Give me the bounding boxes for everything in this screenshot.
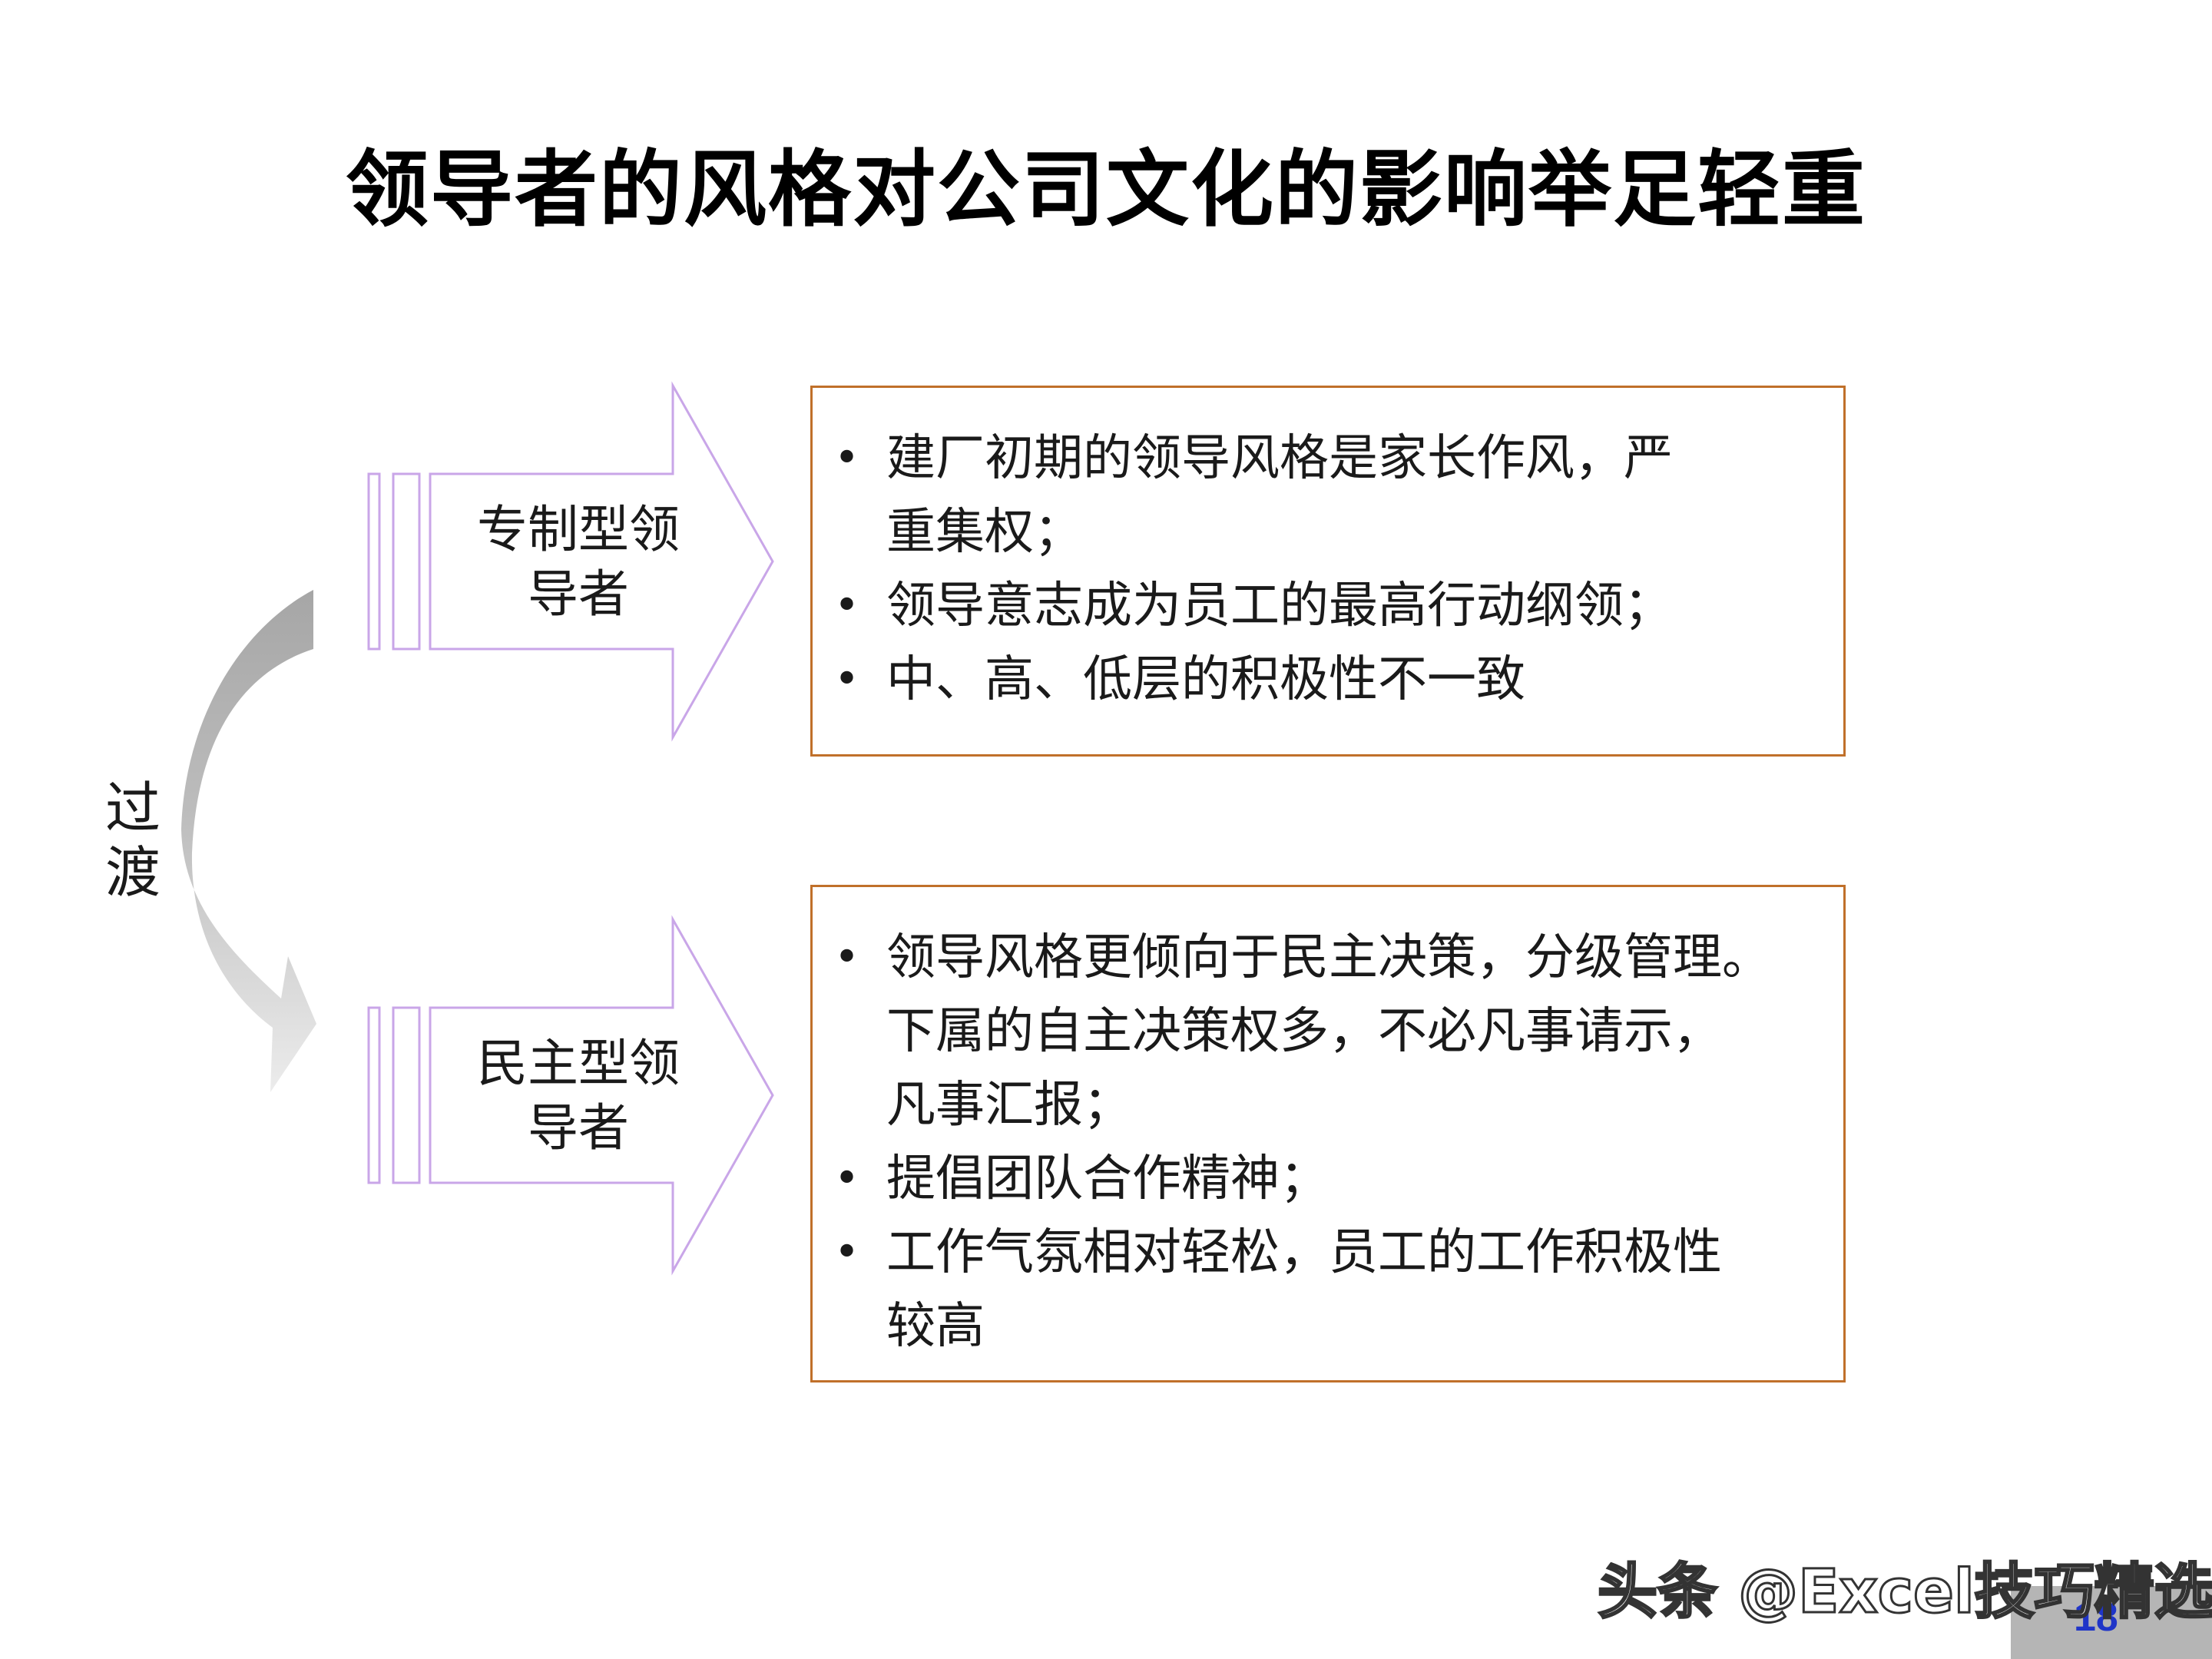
page-number-background [2011,1586,2212,1659]
list-item: • 中、高、低层的积极性不一致 [813,643,1843,717]
arrow-label-line: 民主型领 [477,1034,680,1093]
democratic-arrow [367,915,774,1276]
democratic-arrow-label: 民主型领 导者 [452,1031,705,1161]
arrow-body [429,915,774,1276]
arrow-tail-bar [367,1006,381,1184]
list-item-line: 提倡团队合作精神； [886,1151,1329,1207]
bullet-icon: • [834,433,860,483]
list-item-line: 建厂初期的领导风格是家长作风，严 [886,430,1673,487]
list-item: • 领导风格更倾向于民主决策，分级管理。 下属的自主决策权多，不必凡事请示， 凡… [813,921,1843,1142]
bullet-icon: • [834,581,860,631]
transition-label: 过渡 [104,776,161,905]
arrow-tail-bar [367,472,381,651]
list-item: • 领导意志成为员工的最高行动纲领； [813,569,1843,643]
bullet-icon: • [834,1227,860,1277]
watermark: 头条 @Excel技巧精选 [1597,1557,2212,1628]
bullet-list: • 领导风格更倾向于民主决策，分级管理。 下属的自主决策权多，不必凡事请示， 凡… [813,921,1843,1363]
list-item-line: 领导风格更倾向于民主决策，分级管理。 [886,929,1771,986]
bullet-list: • 建厂初期的领导风格是家长作风，严 重集权； • 领导意志成为员工的最高行动纲… [813,422,1843,717]
list-item-line: 领导意志成为员工的最高行动纲领； [886,578,1673,634]
arrow-label-line: 导者 [528,565,629,624]
arrow-tail-bar [392,1006,421,1184]
autocratic-arrow [367,381,774,742]
arrow-label-line: 专制型领 [477,500,680,559]
transition-curve-arrow [181,590,316,1092]
list-item-line: 中、高、低层的积极性不一致 [886,651,1525,708]
list-item: • 建厂初期的领导风格是家长作风，严 重集权； [813,422,1843,569]
arrow-label-line: 导者 [528,1098,629,1157]
slide-title: 领导者的风格对公司文化的影响举足轻重 [345,142,1866,238]
page-number: 18 [2074,1595,2118,1640]
list-item: • 工作气氛相对轻松，员工的工作积极性 较高 [813,1216,1843,1363]
bullet-icon: • [834,1154,860,1204]
arrow-tail-bar [392,472,421,651]
arrow-body [429,381,774,742]
list-item-line: 较高 [886,1298,985,1355]
list-item-line: 工作气氛相对轻松，员工的工作积极性 [886,1224,1722,1281]
list-item-line: 重集权； [886,504,1083,561]
list-item-line: 凡事汇报； [886,1077,1132,1134]
list-item-line: 下属的自主决策权多，不必凡事请示， [886,1003,1722,1060]
democratic-description-box: • 领导风格更倾向于民主决策，分级管理。 下属的自主决策权多，不必凡事请示， 凡… [810,885,1846,1382]
bullet-icon: • [834,932,860,982]
autocratic-description-box: • 建厂初期的领导风格是家长作风，严 重集权； • 领导意志成为员工的最高行动纲… [810,386,1846,757]
autocratic-arrow-label: 专制型领 导者 [452,498,705,627]
bullet-icon: • [834,654,860,704]
list-item: • 提倡团队合作精神； [813,1142,1843,1216]
